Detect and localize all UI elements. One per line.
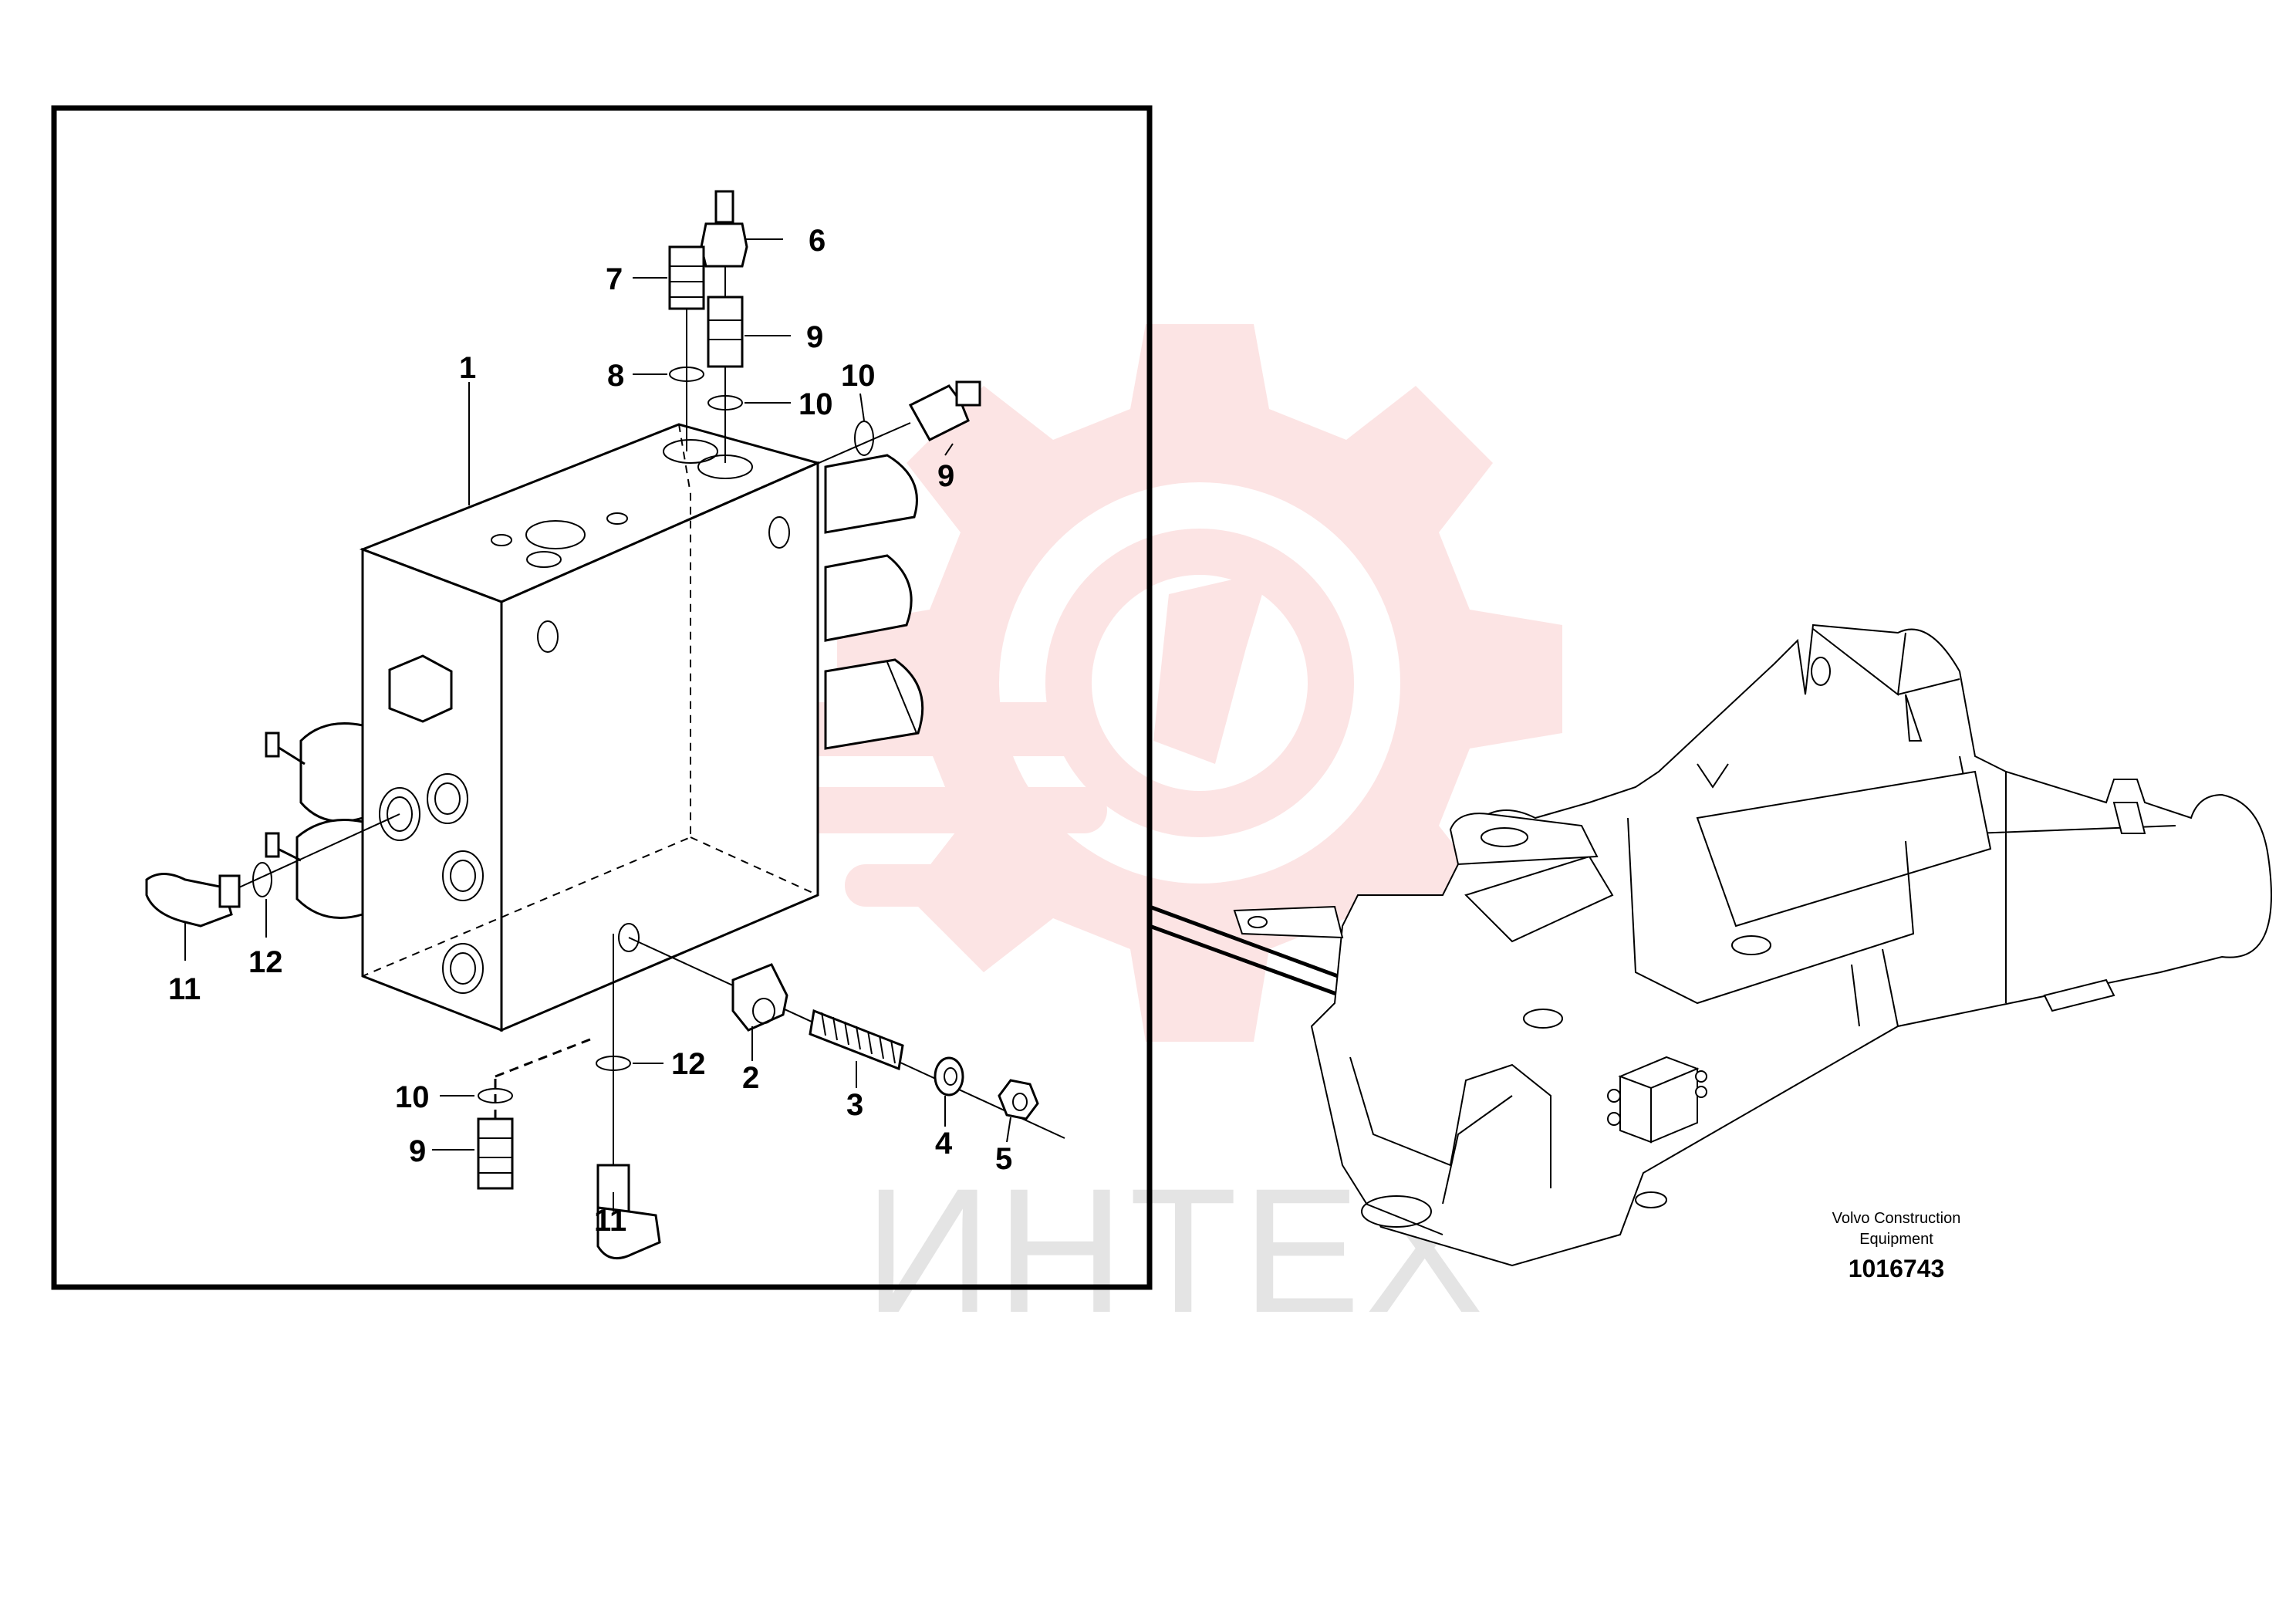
callout-labels: 1 2 3 4 5 6 7 8 9 9 9 10 10 10 11 11 12 … [168,224,1012,1238]
callout-10-top: 10 [799,387,833,421]
caption-brand-line1: Volvo Construction [1832,1210,1961,1227]
part-3-spring [809,1009,904,1071]
callout-2: 2 [742,1061,759,1095]
oring-10-top [707,395,743,411]
callout-11-left: 11 [168,972,201,1006]
oring-10-bottom [478,1088,513,1103]
callout-8: 8 [607,359,624,393]
caption-brand-line2: Equipment [1859,1231,1933,1248]
valve-block [265,423,924,1032]
oring-12-bottom [596,1056,631,1071]
oring-8 [669,367,704,382]
callout-7: 7 [606,262,623,296]
oring-10-right [854,421,874,456]
callout-11-bottom: 11 [594,1204,626,1238]
callout-4: 4 [935,1127,953,1161]
callout-6: 6 [809,224,826,258]
callout-5: 5 [995,1142,1012,1176]
callout-12-left: 12 [248,945,283,979]
callout-10-bottom: 10 [395,1080,430,1114]
part-5-nut [998,1079,1039,1120]
leader-lines [184,238,1011,1211]
part-2-sleeve [731,963,788,1032]
fitting-9-top [707,296,744,368]
caption-block: Volvo Construction Equipment 1016743 [1832,1210,1961,1282]
detail-frame [51,105,1153,1290]
caption-part-number: 1016743 [1849,1255,1945,1282]
part-4-washer [934,1056,964,1097]
elbow-11-bottom [596,934,661,1260]
fitting-9-right [501,380,981,603]
machine-frame-overview [1233,623,2272,1267]
callout-9-bottom: 9 [409,1134,426,1168]
elbow-11-left [145,813,400,928]
callout-3: 3 [846,1088,863,1122]
fitting-7 [668,245,705,451]
watermark-gear-icon [690,324,1562,1042]
callout-9-right: 9 [937,459,954,493]
callout-10-right: 10 [841,359,876,393]
valve-block-location [1607,1056,1707,1144]
callout-9-top: 9 [806,320,823,354]
fitting-9-bottom [477,1036,595,1190]
callout-12-bottom: 12 [671,1047,706,1081]
callout-1: 1 [459,351,476,385]
oring-12-left [252,862,272,897]
